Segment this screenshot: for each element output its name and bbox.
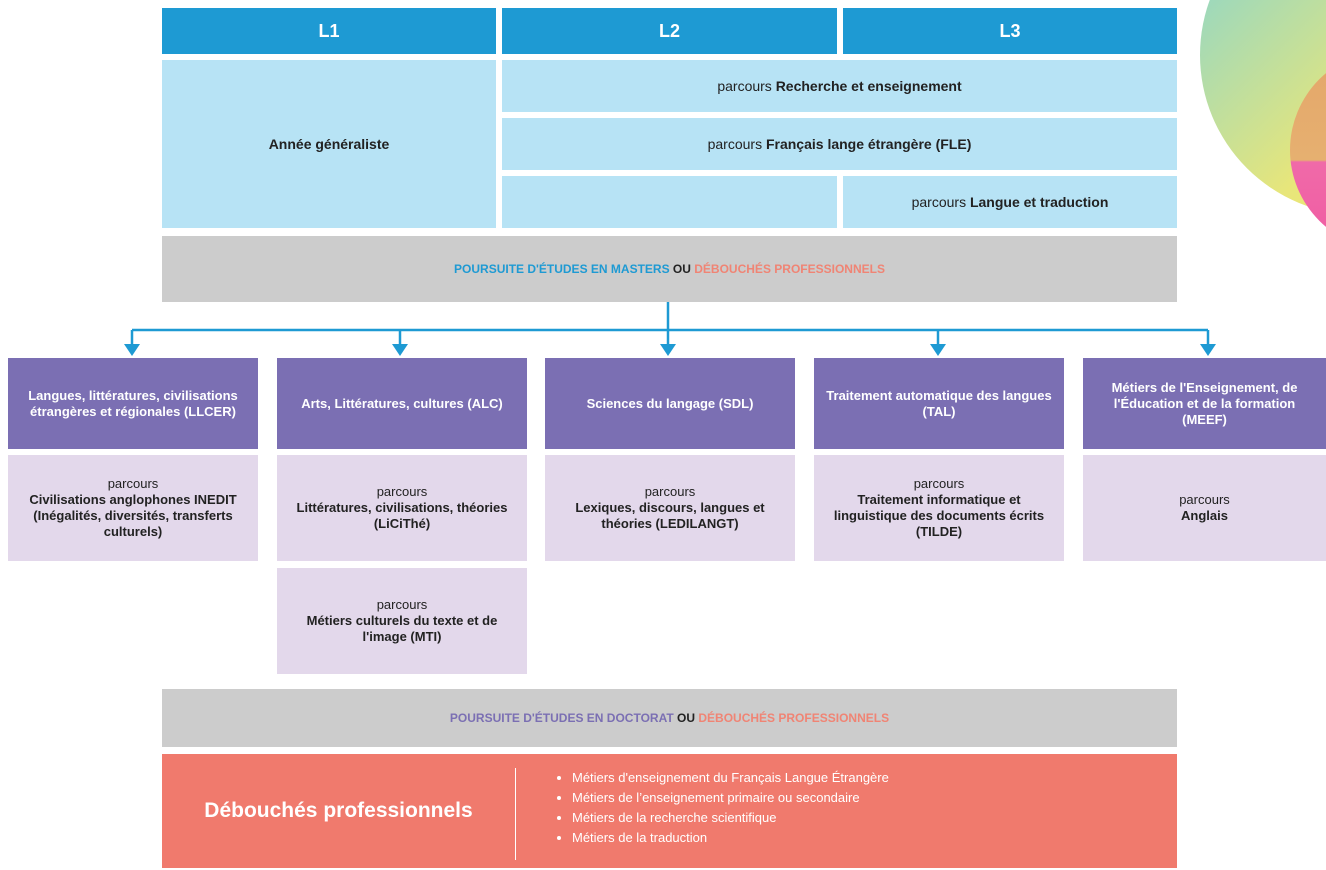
parcours-name: Lexiques, discours, langues et théories … [575,500,765,531]
parcours-prefix: parcours [1179,492,1230,507]
poursuite-masters-text: POURSUITE D'ÉTUDES EN MASTERS [454,262,670,276]
master-llcer-parcours: parcours Civilisations anglophones INEDI… [8,455,258,561]
track-recherche-enseignement: parcours Recherche et enseignement [502,60,1177,112]
master-sdl-parcours: parcours Lexiques, discours, langues et … [545,455,795,561]
parcours-prefix: parcours [913,476,965,491]
poursuite-masters-banner: POURSUITE D'ÉTUDES EN MASTERS OU DÉBOUCH… [162,236,1177,302]
parcours-name: Civilisations anglophones INEDIT (Inégal… [29,492,237,539]
debouches-panel: Débouchés professionnels Métiers d'ensei… [162,754,1177,868]
parcours-name: Traitement informatique et linguistique … [833,492,1045,539]
l1-generalist-cell: Année généraliste [162,60,496,228]
parcours-prefix: parcours [644,484,696,499]
parcours-name: Littératures, civilisations, théories (L… [296,500,508,531]
track-empty-l2-cell [502,176,837,228]
l1-generalist-label: Année généraliste [268,136,390,152]
track-fle: parcours Français lange étrangère (FLE) [502,118,1177,170]
master-meef-header: Métiers de l'Enseignement, de l'Éducatio… [1083,358,1326,449]
master-sdl-header: Sciences du langage (SDL) [545,358,795,449]
debouches-item: Métiers de la recherche scientifique [572,808,889,828]
debouches-title: Débouchés professionnels [204,799,473,822]
master-tal-parcours: parcours Traitement informatique et ling… [814,455,1064,561]
parcours-prefix: parcours [107,476,159,491]
master-llcer-header: Langues, littératures, civilisations étr… [8,358,258,449]
track-name: Langue et traduction [969,194,1109,210]
year-header-l1: L1 [162,8,496,54]
master-alc-header: Arts, Littératures, cultures (ALC) [277,358,527,449]
debouches-item: Métiers de l’enseignement primaire ou se… [572,788,889,808]
master-tal-header: Traitement automatique des langues (TAL) [814,358,1064,449]
master-meef-parcours: parcours Anglais [1083,455,1326,561]
poursuite-doctorat-text: POURSUITE D'ÉTUDES EN DOCTORAT [449,711,674,725]
track-prefix: parcours [911,194,967,210]
debouches-divider [515,768,516,860]
track-name: Français lange étrangère (FLE) [765,136,972,152]
parcours-prefix: parcours [376,597,428,612]
master-alc-parcours-mti: parcours Métiers culturels du texte et d… [277,568,527,674]
parcours-prefix: parcours [376,484,428,499]
parcours-name: Anglais [1181,508,1228,523]
or-separator: OU [672,262,691,276]
track-langue-traduction: parcours Langue et traduction [843,176,1177,228]
debouches-item: Métiers de la traduction [572,828,889,848]
parcours-name: Métiers culturels du texte et de l'image… [306,613,498,644]
decorative-circles [1200,0,1326,227]
debouches-item: Métiers d'enseignement du Français Langu… [572,768,889,788]
year-header-l3: L3 [843,8,1177,54]
debouches-list: Métiers d'enseignement du Français Langu… [552,768,889,848]
master-alc-parcours-licithe: parcours Littératures, civilisations, th… [277,455,527,561]
track-prefix: parcours [717,78,772,94]
or-separator: OU [677,711,696,725]
track-name: Recherche et enseignement [775,78,962,94]
debouches-text: DÉBOUCHÉS PROFESSIONNELS [694,262,885,276]
track-prefix: parcours [707,136,763,152]
poursuite-doctorat-banner: POURSUITE D'ÉTUDES EN DOCTORAT OU DÉBOUC… [162,689,1177,747]
year-header-l2: L2 [502,8,837,54]
debouches-text: DÉBOUCHÉS PROFESSIONNELS [698,711,890,725]
